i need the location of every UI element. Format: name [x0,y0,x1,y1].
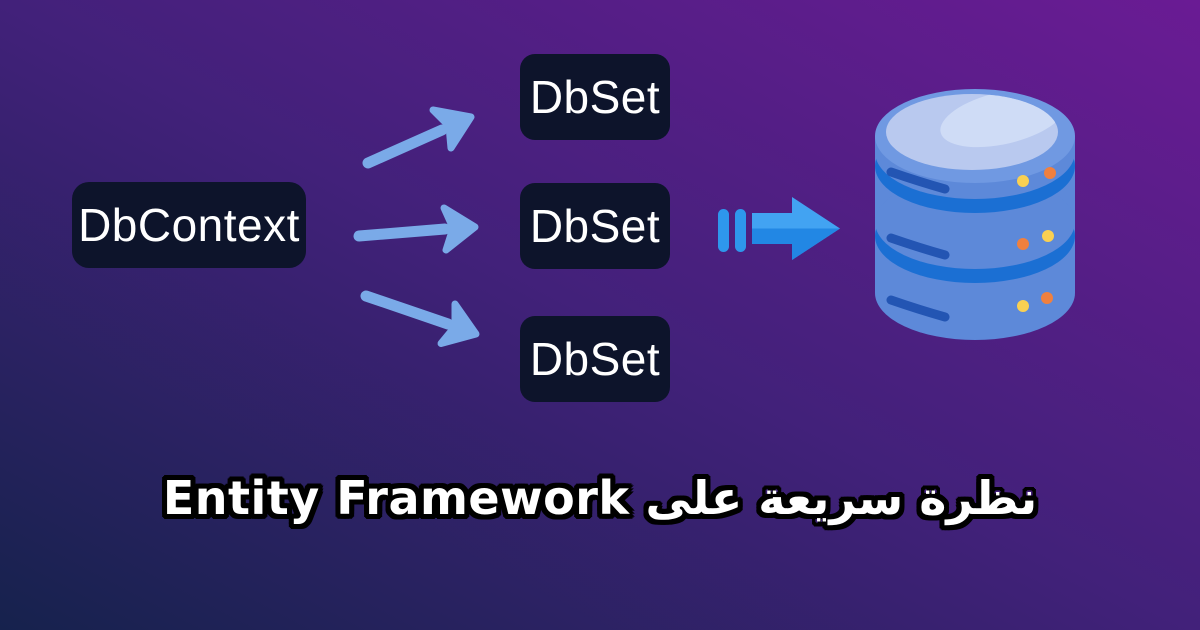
database-icon [875,89,1075,340]
dbset-box-3: DbSet [520,316,670,402]
sketch-arrow-icon [362,106,475,169]
card-title: نظرة سريعة على Entity Framework [162,471,1038,525]
dbset-label: DbSet [529,333,661,385]
sketch-arrow-icon [360,290,480,347]
dbset-box-1: DbSet [520,54,670,140]
dbset-box-2: DbSet [520,183,670,269]
sketch-arrow-icon [353,204,479,254]
dbcontext-box: DbContext [72,182,306,268]
title-bar: نظرة سريعة على Entity Framework [0,466,1200,530]
fast-forward-arrow-icon [718,197,840,260]
dbset-label: DbSet [529,200,661,252]
dbset-label: DbSet [529,71,661,123]
dbcontext-label: DbContext [78,199,300,251]
